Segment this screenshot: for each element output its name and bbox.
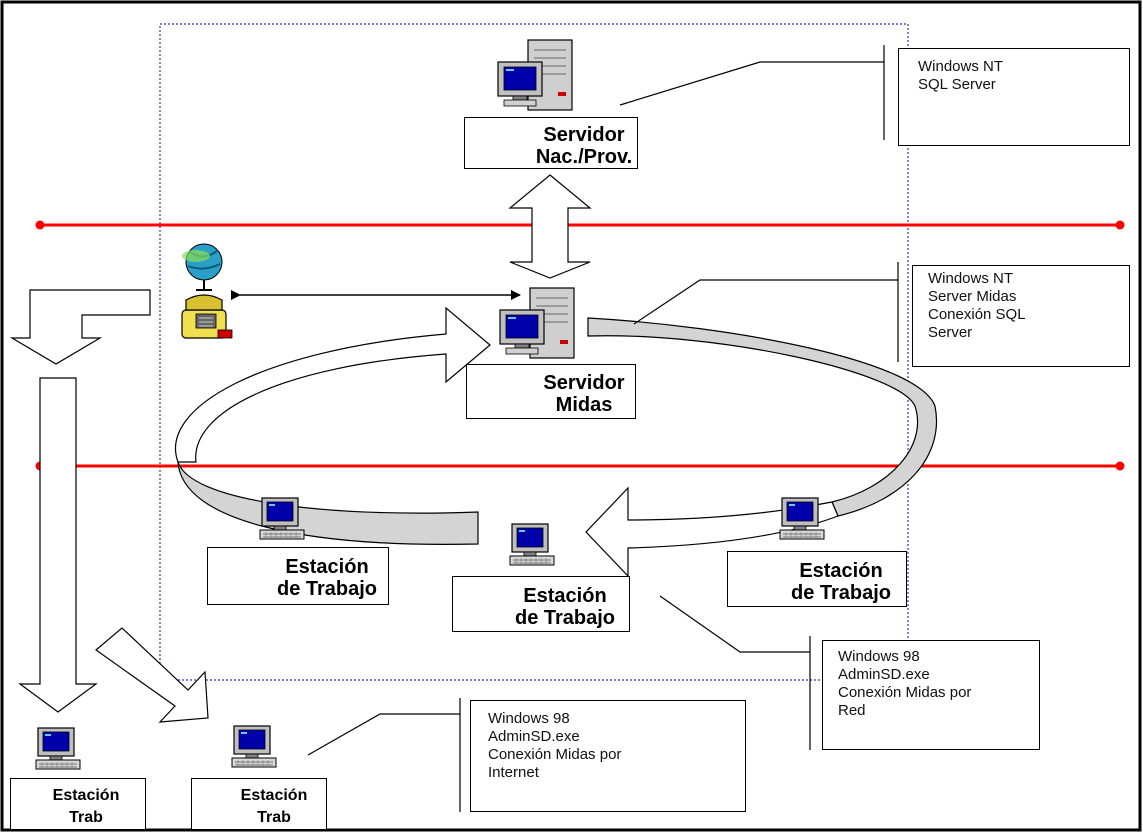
network-line-bottom — [35, 461, 1125, 471]
ring-band-right — [587, 317, 937, 517]
server-icon — [497, 39, 573, 111]
connector-lan — [659, 595, 810, 653]
server-midas-label: Servidor Midas — [543, 372, 625, 416]
station-left-label: Estación de Trabajo — [276, 556, 378, 600]
server-icon — [499, 287, 575, 359]
satellite-dish-icon — [182, 243, 223, 291]
server-link-arrow — [508, 174, 592, 279]
station-remote2-label: Estación Trab — [240, 787, 308, 826]
station-remote1-label: Estación Trab — [52, 787, 120, 826]
ring-band-left — [175, 306, 491, 463]
ring-band-bottom-left — [177, 461, 479, 545]
station-center-label: Estación de Trabajo — [514, 585, 616, 629]
remote-elbow-arrow — [9, 289, 151, 365]
telephone-icon — [181, 294, 233, 339]
connector-national — [619, 61, 884, 106]
note-national-box — [898, 48, 1130, 146]
remote-down-arrow — [18, 377, 98, 713]
computer-icon — [259, 497, 305, 540]
local-zone-border — [159, 23, 909, 681]
note-lan-box — [822, 640, 1040, 750]
connector-midas — [633, 279, 898, 325]
note-national: Windows NT SQL Server — [918, 58, 1004, 93]
station-remote1-box — [10, 778, 146, 830]
station-left-box — [207, 547, 389, 605]
computer-icon — [509, 523, 555, 566]
note-midas-box — [912, 265, 1130, 367]
note-lan: Windows 98 AdminSD.exe Conexión Midas po… — [838, 648, 972, 719]
station-remote2-box — [191, 778, 327, 830]
server-national-box — [464, 117, 638, 169]
connector-internet — [307, 713, 460, 756]
remote-diagonal-arrow — [95, 627, 209, 723]
computer-icon — [231, 725, 277, 768]
server-midas-box — [466, 364, 636, 419]
note-internet-box — [470, 700, 746, 812]
station-right-box — [727, 551, 907, 607]
note-midas: Windows NT Server Midas Conexión SQL Ser… — [928, 270, 1026, 341]
station-right-label: Estación de Trabajo — [790, 560, 892, 604]
computer-icon — [35, 727, 81, 770]
computer-icon — [779, 497, 825, 540]
note-internet: Windows 98 AdminSD.exe Conexión Midas po… — [488, 710, 622, 781]
station-center-box — [452, 576, 630, 632]
server-national-label: Servidor Nac./Prov. — [535, 124, 633, 168]
network-line-top — [35, 220, 1125, 230]
